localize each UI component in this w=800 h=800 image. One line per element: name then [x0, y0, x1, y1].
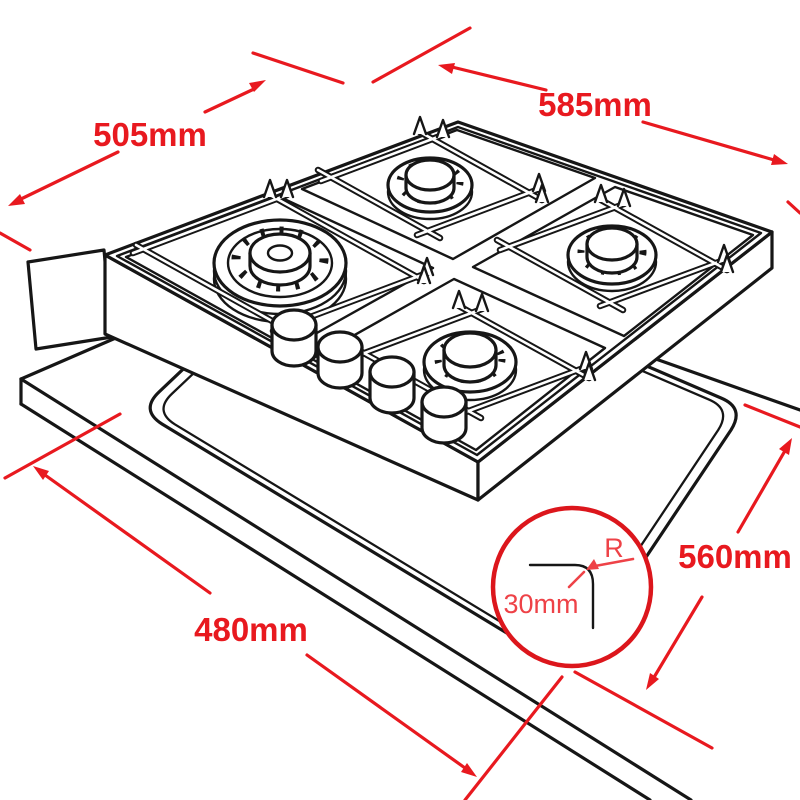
dimension-line	[19, 150, 120, 201]
burner-front-right	[422, 330, 518, 402]
burner-cap-top	[404, 158, 456, 192]
arrowhead	[771, 154, 788, 165]
burner-flame-ring	[577, 228, 647, 276]
dimension-line	[203, 87, 256, 114]
extension-line	[251, 51, 345, 85]
dimension-label-cutout-depth: 560mm	[678, 538, 792, 575]
extension-line	[743, 403, 800, 429]
extension-line	[786, 200, 800, 215]
arrowhead	[33, 466, 49, 480]
arrowhead	[8, 194, 25, 206]
dimension-line	[651, 595, 704, 681]
arrowhead	[461, 763, 477, 777]
extension-line	[3, 412, 122, 480]
extension-line	[463, 675, 564, 800]
counter-back-left-edge	[19, 335, 120, 381]
dimension-560: 560mm	[573, 403, 800, 750]
dimension-505: 505mm	[0, 51, 345, 252]
burner-cap-top	[442, 331, 498, 369]
counter-back-right-edge	[651, 356, 800, 412]
radius-value-label: 30mm	[503, 589, 578, 619]
arrowhead	[249, 80, 266, 92]
hob-drawing	[26, 115, 774, 502]
pan-support-trivets	[129, 115, 735, 422]
hob-left-wing	[26, 248, 114, 351]
burner-cap-top	[248, 232, 312, 274]
control-knobs	[270, 308, 468, 445]
dimension-line	[450, 65, 548, 92]
hob-top-rim	[103, 120, 774, 464]
trivet-fingers	[262, 115, 735, 382]
dimension-label-hob-depth: 505mm	[93, 116, 207, 153]
burner-large-front-left	[212, 218, 348, 324]
arrowhead	[646, 673, 659, 690]
burner-back-left	[386, 156, 474, 221]
dimension-480: 480mm	[3, 412, 564, 800]
radius-leader-line	[593, 557, 635, 568]
knob-3	[368, 355, 416, 389]
trivet-bars-highlight	[131, 193, 429, 333]
counter-front-top-edge	[19, 377, 693, 800]
burner-flame-ring	[434, 334, 506, 384]
tray-back-right	[471, 185, 755, 338]
counter-front-bottom-edge	[19, 402, 652, 800]
burner-cap-top	[585, 226, 639, 262]
dimension-line	[305, 653, 467, 770]
trivet-bars-highlight	[316, 130, 544, 240]
dimension-line	[641, 120, 776, 162]
dimension-line	[43, 473, 212, 595]
dimension-label-cutout-width: 480mm	[194, 611, 308, 648]
radius-symbol-label: R	[604, 533, 624, 563]
dimension-line	[736, 447, 788, 534]
corner-radius-detail-callout: R 30mm	[490, 505, 654, 669]
arrowhead	[438, 63, 455, 74]
trivet-bars-highlight	[495, 198, 729, 312]
knob-4	[420, 385, 468, 419]
burner-cap-center	[266, 244, 294, 262]
extension-line	[0, 231, 32, 252]
extension-line	[573, 670, 714, 750]
trivet-bars-highlight	[349, 304, 591, 420]
radius-leader-line	[567, 570, 586, 589]
extension-line	[371, 26, 472, 84]
burner-back-right	[566, 224, 658, 293]
dimension-585: 585mm	[371, 26, 800, 215]
knob-1	[270, 308, 318, 342]
burner-flame-ring	[231, 226, 329, 292]
burner-flame-ring	[396, 159, 464, 205]
arrowhead	[779, 438, 792, 455]
radius-leader-arrowhead	[586, 559, 599, 570]
knob-2	[316, 330, 364, 364]
dimension-label-hob-width: 585mm	[538, 86, 652, 123]
detail-circle	[490, 505, 654, 669]
